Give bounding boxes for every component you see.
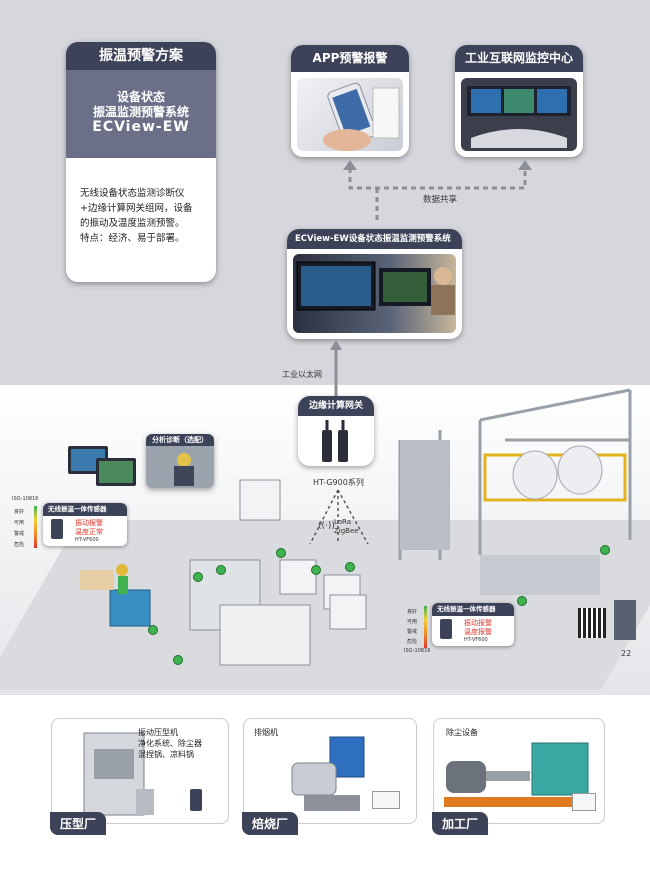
- press-factory-card: 振动压型机 净化系统、除尘器 混捏锅、凉料锅 压型厂: [50, 718, 229, 835]
- gateway-card: 边缘计算网关: [298, 396, 374, 466]
- wireless-links: [309, 489, 369, 545]
- press-desc3: 混捏锅、凉料锅: [138, 750, 194, 759]
- sensor-left-status: 振动报警 温度正常: [75, 519, 103, 537]
- iso-right-title: ISO-10816: [404, 648, 431, 654]
- lora-label: LoRa: [334, 518, 352, 526]
- sensor-pin: [216, 565, 226, 575]
- sensor-pin: [173, 655, 183, 665]
- roasting-desc1: 排烟机: [254, 728, 278, 737]
- sensor-right-status2: 温度报警: [464, 628, 492, 636]
- plan-description: 无线设备状态监测诊断仪 +边缘计算网关组网，设备 的振动及温度监测预警。 特点：…: [66, 158, 216, 246]
- roasting-factory-tag: 焙烧厂: [242, 812, 299, 835]
- iso-right-l2: 可用: [407, 619, 418, 625]
- plan-hero-line3: ECView-EW: [92, 119, 190, 135]
- sensor-pin: [600, 545, 610, 555]
- dust-collector-icon: [444, 742, 594, 807]
- iso-left-l1: 良好: [14, 509, 25, 515]
- press-factory-tag: 压型厂: [50, 812, 107, 835]
- iso-left-title: ISO-10816: [12, 496, 39, 502]
- data-share-label: 数据共享: [423, 195, 458, 205]
- sensor-left-status1: 振动报警: [75, 519, 103, 527]
- sensor-card-left: 无线振温一体传感器 振动报警 温度正常 HT-VF600: [43, 503, 127, 546]
- plan-card-title: 振温预警方案: [66, 42, 216, 70]
- sensor-pin: [193, 572, 203, 582]
- diagnosis-title: 分析诊断（选配）: [146, 434, 214, 446]
- roasting-factory-card: 排烟机 焙烧厂: [242, 718, 417, 835]
- iso-right-l3: 警戒: [407, 629, 418, 635]
- iso-left-l2: 可用: [14, 520, 25, 526]
- processing-factory-card: 除尘设备 加工厂: [432, 718, 605, 835]
- sensor-pin: [148, 625, 158, 635]
- monitor-screens-icon: [296, 261, 455, 315]
- plan-hero-line1: 设备状态: [116, 90, 165, 104]
- system-card-title: ECView-EW设备状态振温监测预警系统: [287, 229, 462, 249]
- sensor-right-model: HT-VF600: [464, 637, 488, 643]
- sensor-device-icon: [572, 793, 596, 811]
- sensor-device-icon: [51, 519, 63, 539]
- sensor-pin: [276, 548, 286, 558]
- page-number: 22: [621, 649, 632, 658]
- iso-left-l4: 危险: [14, 542, 25, 548]
- app-alarm-card: APP预警报警: [291, 45, 409, 157]
- diagnosis-card: 分析诊断（选配）: [146, 434, 214, 488]
- factory-equipment-illustration: [80, 388, 632, 666]
- plan-desc-line2: +边缘计算网关组网，设备: [80, 203, 193, 214]
- iso-left-bar: [34, 506, 37, 548]
- wifi-icon: ((·)): [318, 521, 335, 531]
- iso-left-l3: 警戒: [14, 531, 25, 537]
- app-photo: [297, 78, 403, 151]
- sensor-device-icon: [440, 619, 452, 639]
- app-alarm-title: APP预警报警: [291, 45, 409, 72]
- control-room-icon: [467, 86, 571, 148]
- plan-desc-line3: 的振动及温度监测预警。: [80, 218, 185, 229]
- qr-code: [578, 608, 606, 638]
- system-card: ECView-EW设备状态振温监测预警系统: [287, 229, 462, 339]
- iso-right-l1: 良好: [407, 609, 418, 615]
- control-room-photo: [461, 78, 577, 151]
- sensor-pin: [311, 565, 321, 575]
- sensor-right-status1: 振动报警: [464, 619, 492, 627]
- sensor-pin: [345, 562, 355, 572]
- press-factory-desc: 振动压型机 净化系统、除尘器 混捏锅、凉料锅: [138, 727, 202, 760]
- engineer-photo: [146, 446, 214, 488]
- gateway-model: HT-G900系列: [313, 478, 364, 487]
- iot-monitor-title: 工业互联网监控中心: [455, 45, 583, 72]
- ethernet-label: 工业以太网: [282, 370, 322, 379]
- gateway-title: 边缘计算网关: [298, 396, 374, 416]
- sensor-card-right: 无线振温一体传感器 振动报警 温度报警 HT-VF600: [432, 603, 514, 646]
- phone-in-hand-icon: [323, 82, 400, 151]
- press-machine-icon: [83, 732, 154, 816]
- iso-right-bar: [424, 606, 427, 648]
- ethernet-arrow: [330, 340, 342, 396]
- system-photo: [293, 254, 456, 333]
- plan-card: 振温预警方案 设备状态 振温监测预警系统 ECView-EW 无线设备状态监测诊…: [66, 42, 216, 282]
- sensor-device-icon: [190, 789, 202, 811]
- plan-hero-line2: 振温监测预警系统: [92, 105, 189, 119]
- sensor-device-icon: [372, 791, 400, 809]
- zigbee-label: ZigBee: [334, 527, 359, 535]
- sensor-left-model: HT-VF600: [75, 537, 99, 543]
- iso-right-l4: 危险: [407, 639, 418, 645]
- sensor-right-title: 无线振温一体传感器: [432, 603, 514, 616]
- plan-hero: 设备状态 振温监测预警系统 ECView-EW: [66, 70, 216, 158]
- iot-monitor-card: 工业互联网监控中心: [455, 45, 583, 157]
- press-desc2: 净化系统、除尘器: [138, 739, 202, 748]
- exhaust-fan-icon: [291, 736, 365, 811]
- processing-desc1: 除尘设备: [446, 728, 478, 737]
- sensor-left-status2: 温度正常: [75, 528, 103, 536]
- gateway-device-icon: [322, 420, 348, 462]
- press-desc1: 振动压型机: [138, 728, 178, 737]
- processing-factory-tag: 加工厂: [432, 812, 489, 835]
- sensor-right-status: 振动报警 温度报警: [464, 619, 492, 637]
- tablet-devices-icon: [68, 446, 136, 486]
- sensor-left-title: 无线振温一体传感器: [43, 503, 127, 516]
- sensor-pin: [517, 596, 527, 606]
- data-share-arrows: [343, 160, 532, 222]
- plan-desc-line1: 无线设备状态监测诊断仪: [80, 188, 185, 199]
- side-tab: [614, 600, 636, 640]
- plan-desc-line4: 特点：经济、易于部署。: [80, 233, 185, 244]
